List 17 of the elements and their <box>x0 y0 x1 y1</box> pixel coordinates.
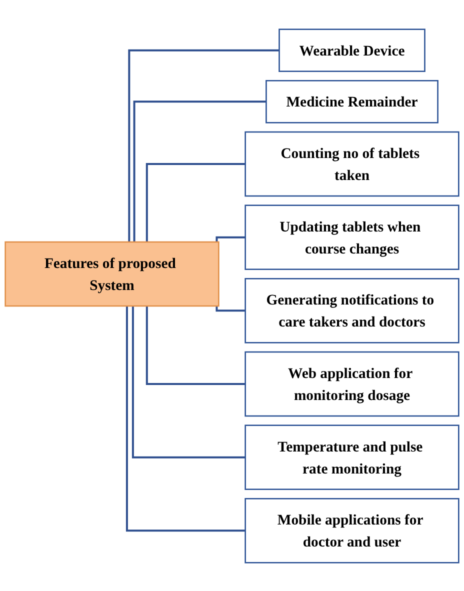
connector <box>146 306 246 384</box>
node-box: Counting no of tablets taken <box>244 130 460 196</box>
node-box: Updating tablets when course changes <box>244 204 460 270</box>
node-box: Features of proposed System <box>4 240 220 306</box>
node-box: Medicine Remainder <box>266 80 438 123</box>
node-box: Generating notifications to care takers and doctors <box>244 278 460 343</box>
node-box: Wearable Device <box>278 28 426 72</box>
connector <box>132 306 246 458</box>
connector <box>216 306 246 312</box>
connector <box>146 162 246 242</box>
node-box: Temperature and pulse rate monitoring <box>244 424 460 490</box>
node-box: Web application for monitoring dosage <box>244 350 460 416</box>
connector <box>128 48 280 242</box>
connector <box>133 100 266 242</box>
connector <box>216 236 246 242</box>
node-box: Mobile applications for doctor and user <box>244 498 460 563</box>
connector <box>126 306 246 532</box>
